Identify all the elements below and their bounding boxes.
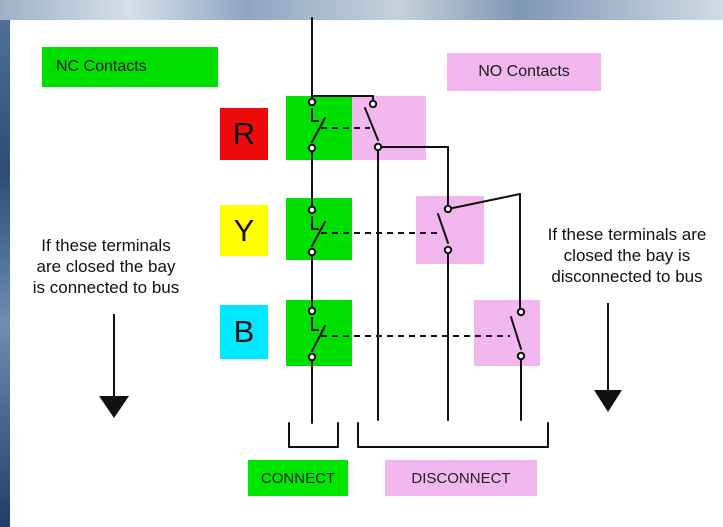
connect-label: CONNECT (248, 460, 348, 496)
disconnect-label: DISCONNECT (385, 460, 537, 496)
left-down-arrow (99, 314, 129, 418)
mechanical-link-dashes (321, 127, 510, 337)
phase-y-label: Y (220, 205, 268, 256)
nc-contacts-label: NC Contacts (42, 47, 218, 87)
phase-b-label: B (220, 305, 268, 359)
no-contact-r-box (352, 96, 426, 160)
no-contact-b-box (474, 300, 540, 366)
switch-blades (311, 107, 522, 352)
background-photo-strip (0, 0, 723, 20)
right-explanation-text: If these terminals are closed the bay is… (547, 225, 707, 286)
phase-r-label: R (220, 108, 268, 160)
right-down-arrow (594, 303, 622, 412)
nc-contact-b-box (286, 300, 352, 366)
left-explanation-text: If these terminals are closed the bay is… (32, 236, 180, 297)
contact-terminals (307, 97, 526, 362)
no-contacts-label: NO Contacts (447, 53, 601, 91)
background-photo-edge (0, 20, 10, 527)
